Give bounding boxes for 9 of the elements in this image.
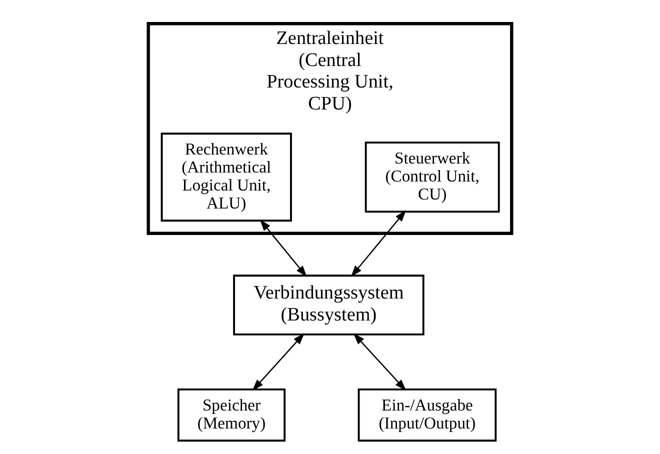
node-box: Rechenwerk (Arithmetical Logical Unit, ALU) [160, 132, 292, 222]
arrow [260, 219, 307, 278]
node-box: Verbindungssystem (Bussystem) [233, 274, 424, 336]
arrow [252, 333, 304, 391]
arrow [350, 210, 406, 277]
node-box: Steuerwerk (Control Unit, CU) [364, 142, 500, 213]
arrow [353, 333, 406, 391]
node-box: Speicher (Memory) [177, 388, 286, 442]
node-box: Ein-/Ausgabe (Input/Output) [358, 388, 497, 442]
